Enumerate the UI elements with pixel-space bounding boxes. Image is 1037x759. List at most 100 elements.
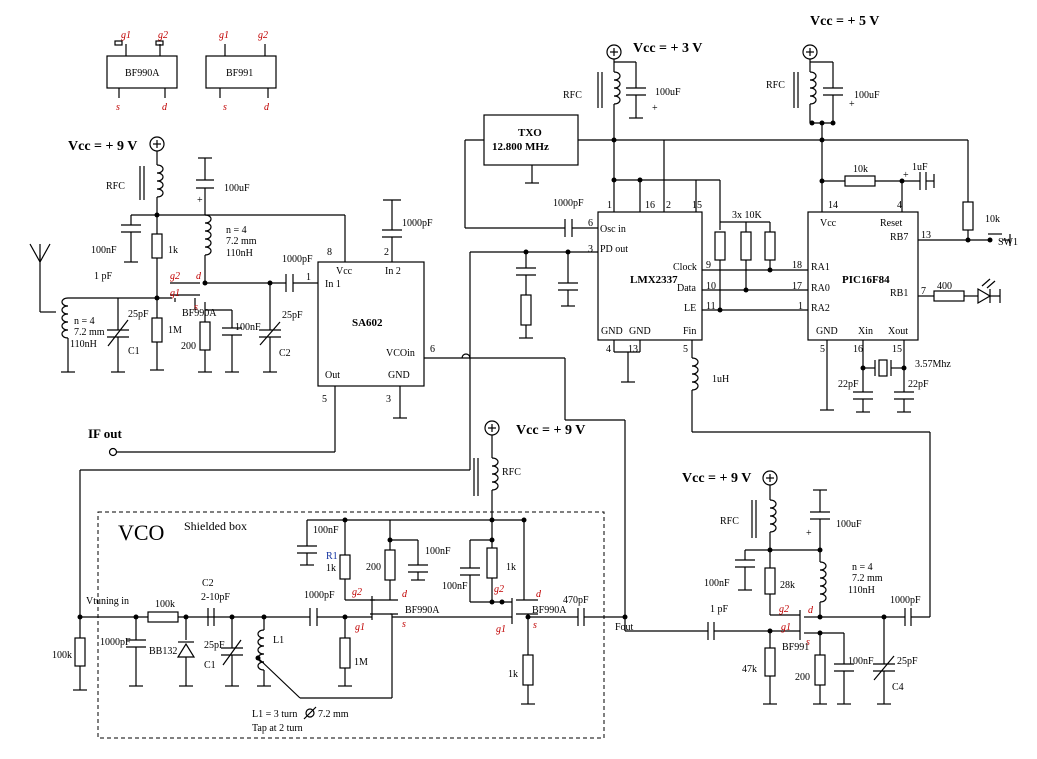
svg-text:100nF: 100nF: [235, 322, 261, 333]
svg-text:1000pF: 1000pF: [890, 595, 921, 606]
svg-text:12.800 MHz: 12.800 MHz: [492, 141, 549, 153]
svg-text:+: +: [197, 195, 203, 206]
svg-text:47k: 47k: [742, 664, 757, 675]
svg-text:2: 2: [666, 200, 671, 211]
svg-text:1 pF: 1 pF: [94, 271, 113, 282]
svg-text:n = 4: n = 4: [852, 562, 873, 573]
svg-text:+: +: [849, 99, 855, 110]
svg-text:g1: g1: [781, 622, 791, 633]
supply-9v-vco: Vcc = + 9 V: [516, 423, 585, 438]
svg-text:14: 14: [828, 200, 838, 211]
svg-text:g1: g1: [219, 30, 229, 41]
svg-text:d: d: [808, 605, 814, 616]
svg-text:25pF: 25pF: [128, 309, 149, 320]
svg-text:Out: Out: [325, 370, 340, 381]
svg-text:GND: GND: [816, 326, 838, 337]
svg-text:17: 17: [792, 281, 802, 292]
supply-9v-mixer: Vcc = + 9 V: [68, 139, 137, 154]
svg-text:s: s: [116, 102, 120, 113]
svg-text:1000pF: 1000pF: [100, 637, 131, 648]
svg-text:15: 15: [892, 344, 902, 355]
svg-text:C2: C2: [202, 578, 214, 589]
svg-text:g1: g1: [355, 622, 365, 633]
svg-text:RFC: RFC: [766, 80, 785, 91]
svg-text:7.2 mm: 7.2 mm: [318, 709, 349, 720]
svg-text:s: s: [533, 620, 537, 631]
svg-text:5: 5: [820, 344, 825, 355]
svg-text:1uH: 1uH: [712, 374, 729, 385]
svg-text:C2: C2: [279, 348, 291, 359]
svg-text:1k: 1k: [168, 245, 178, 256]
svg-text:1000pF: 1000pF: [282, 254, 313, 265]
svg-text:BF990A: BF990A: [532, 605, 567, 616]
svg-text:Vcc: Vcc: [820, 218, 837, 229]
svg-text:RFC: RFC: [720, 516, 739, 527]
svg-text:In 1: In 1: [325, 279, 341, 290]
svg-text:100uF: 100uF: [836, 519, 862, 530]
svg-text:8: 8: [327, 247, 332, 258]
svg-text:110nH: 110nH: [848, 585, 875, 596]
svg-text:g2: g2: [170, 271, 180, 282]
svg-text:1 pF: 1 pF: [710, 604, 729, 615]
svg-text:3x 10K: 3x 10K: [732, 210, 763, 221]
svg-text:g2: g2: [352, 587, 362, 598]
svg-text:Vcc: Vcc: [336, 266, 353, 277]
pic-label: PIC16F84: [842, 274, 890, 286]
svg-text:6: 6: [430, 344, 435, 355]
svg-text:100nF: 100nF: [91, 245, 117, 256]
svg-text:d: d: [196, 271, 202, 282]
svg-text:100nF: 100nF: [442, 581, 468, 592]
svg-text:200: 200: [795, 672, 810, 683]
svg-text:Tap at 2 turn: Tap at 2 turn: [252, 723, 303, 734]
svg-text:GND: GND: [601, 326, 623, 337]
svg-text:400: 400: [937, 281, 952, 292]
svg-text:10k: 10k: [985, 214, 1000, 225]
svg-text:1: 1: [607, 200, 612, 211]
svg-text:28k: 28k: [780, 580, 795, 591]
svg-text:Data: Data: [677, 283, 696, 294]
svg-text:g1: g1: [121, 30, 131, 41]
svg-text:RA1: RA1: [811, 262, 830, 273]
svg-text:110nH: 110nH: [226, 248, 253, 259]
svg-text:25pF: 25pF: [897, 656, 918, 667]
supply-5v: Vcc = + 5 V: [810, 14, 879, 29]
svg-text:RFC: RFC: [563, 90, 582, 101]
svg-text:VCOin: VCOin: [386, 348, 415, 359]
svg-text:RA0: RA0: [811, 283, 830, 294]
svg-text:Shielded box: Shielded box: [184, 519, 247, 533]
svg-text:PD out: PD out: [600, 244, 628, 255]
svg-text:100uF: 100uF: [224, 183, 250, 194]
svg-text:1000pF: 1000pF: [553, 198, 584, 209]
svg-text:Fin: Fin: [683, 326, 696, 337]
svg-text:1M: 1M: [354, 657, 368, 668]
svg-text:+: +: [652, 103, 658, 114]
svg-text:Clock: Clock: [673, 262, 697, 273]
mixer-stage: Vcc = + 9 V RFC 100uF + 100nF 1k 1 pF n …: [29, 136, 346, 373]
svg-text:RFC: RFC: [502, 467, 521, 478]
svg-text:13: 13: [921, 230, 931, 241]
svg-text:4: 4: [897, 200, 902, 211]
svg-text:d: d: [536, 589, 542, 600]
svg-text:In 2: In 2: [385, 266, 401, 277]
svg-text:1M: 1M: [168, 325, 182, 336]
vco-section: VCO Shielded box Vtuning in Vcc = + 9 V …: [52, 420, 708, 739]
svg-text:Xin: Xin: [858, 326, 873, 337]
svg-text:RB1: RB1: [890, 288, 908, 299]
sa602-chip: SA602 Vcc In 1 In 2 VCOin Out GND 8 1 2 …: [88, 199, 626, 617]
sa602-label: SA602: [352, 317, 383, 329]
svg-text:g2: g2: [158, 30, 168, 41]
svg-text:13: 13: [628, 344, 638, 355]
svg-text:1000pF: 1000pF: [304, 590, 335, 601]
svg-text:100nF: 100nF: [425, 546, 451, 557]
svg-text:g2: g2: [494, 584, 504, 595]
svg-text:4: 4: [606, 344, 611, 355]
svg-text:9: 9: [706, 260, 711, 271]
svg-text:g1: g1: [496, 624, 506, 635]
fout-label: Fout: [615, 622, 634, 633]
supply-9v-buffer: Vcc = + 9 V: [682, 471, 751, 486]
svg-text:10: 10: [706, 281, 716, 292]
svg-text:100k: 100k: [52, 650, 72, 661]
svg-text:2-10pF: 2-10pF: [201, 592, 230, 603]
svg-text:1k: 1k: [508, 669, 518, 680]
